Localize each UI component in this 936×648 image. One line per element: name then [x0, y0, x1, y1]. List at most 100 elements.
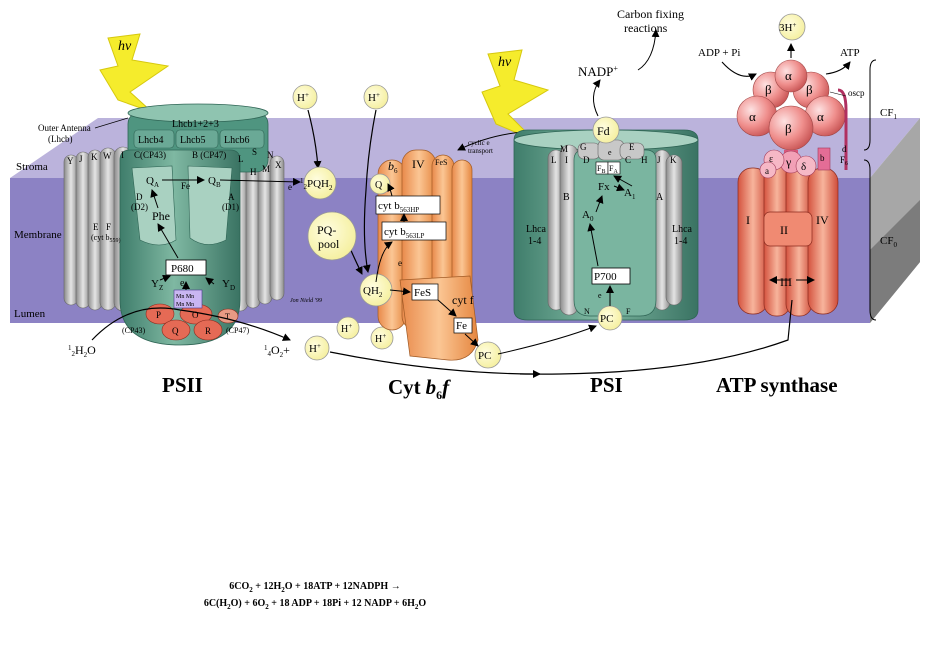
water-label: 12H2O: [68, 343, 96, 359]
psi-p700-label: P700: [594, 271, 617, 283]
signature-label: Jon Nield '99: [290, 298, 322, 304]
b-sub-label: b: [820, 153, 825, 163]
psi-e-sub-label: E: [629, 142, 635, 152]
hv-right-label: hv: [498, 55, 512, 70]
nadp-label: NADP+: [578, 64, 618, 79]
cf1-label: CF1: [880, 107, 897, 121]
psii-qb-label: QB: [208, 175, 221, 189]
psi-a0-label: A0: [582, 209, 594, 223]
psi-a-label: A: [656, 192, 664, 203]
atp-iii-label: III: [780, 275, 792, 289]
psii-phe-label: Phe: [152, 209, 170, 223]
iv-label: IV: [412, 157, 425, 171]
psi-b-label: B: [563, 192, 570, 203]
cyt-hp-label: cyt b563HP: [378, 200, 419, 214]
proton-circles: [292, 13, 806, 361]
cf0-label: CF0: [880, 235, 897, 249]
psii-lhcb5-label: Lhcb5: [180, 135, 206, 146]
psi-complex: [513, 129, 699, 321]
psii-l-label: L: [238, 154, 244, 164]
psii-c-cp43-label: C(CP43): [134, 150, 166, 160]
psii-s-label: S: [252, 147, 257, 157]
h3-label: 3H+: [779, 21, 796, 34]
psii-fe-label: Fe: [181, 181, 190, 191]
cytf-label: cyt f: [452, 293, 474, 307]
psii-i-label: I: [121, 150, 124, 160]
psii-r-label: R: [205, 326, 211, 336]
psii-mn1-label: Mn Mn: [176, 294, 194, 300]
psii-k-label: K: [91, 152, 98, 162]
psii-electron-arrows: [150, 176, 301, 290]
psii-cp43-label: (CP43): [122, 326, 145, 335]
psi-lhca-right-sub-label: 1-4: [674, 236, 687, 247]
psi-i-label: I: [565, 155, 568, 165]
proton-label-4: H+: [341, 322, 352, 335]
outer-antenna-sub-label: (Lhcb): [48, 134, 73, 144]
psi-arrows: [497, 29, 660, 355]
psii-p-label: P: [156, 310, 161, 320]
atp-i-label: I: [746, 213, 750, 227]
alpha-top-label: α: [785, 68, 792, 83]
pqh2-label: 12PQH2: [300, 177, 333, 192]
psii-cp47-label: (CP47): [226, 326, 249, 335]
alpha-right-label: α: [817, 109, 824, 124]
psi-g-label: G: [580, 142, 587, 152]
psii-qa-label: QA: [146, 175, 159, 189]
f6-label: F6: [840, 155, 848, 167]
equation-line-2: 6C(H2O) + 6O2 + 18 ADP + 18Pi + 12 NADP …: [203, 598, 427, 611]
fd-label: Fd: [597, 124, 610, 138]
psii-j-label: J: [79, 154, 83, 164]
fes-label: FeS: [414, 287, 431, 299]
carbon-fixing-label-2: reactions: [624, 21, 668, 35]
psi-c-label: C: [625, 155, 631, 165]
psii-cyt-label: (cyt b559): [91, 233, 120, 244]
psi-n-label: N: [584, 307, 590, 316]
a-sub-label: a: [765, 166, 769, 176]
proton-label-5: H+: [375, 332, 386, 345]
atp-product-label: ATP: [840, 47, 860, 59]
psi-k-label: K: [670, 155, 677, 165]
fes-top-label: FeS: [435, 158, 447, 167]
psi-e2-label: e: [598, 291, 602, 300]
psii-yd-label: YD: [222, 278, 235, 292]
delta-label: δ: [801, 161, 806, 173]
psii-grey-subunits: [63, 146, 285, 312]
cyt-lp-label: cyt b563LP: [384, 226, 424, 240]
psii-complex: [63, 103, 285, 346]
psii-title: PSII: [162, 373, 203, 397]
atp-labels: α β β α α β ε γ δ a b d F6 oscp I II III…: [698, 21, 897, 289]
carbon-fixing-label-1: Carbon fixing: [617, 7, 684, 21]
psii-b-cp47-label: B (CP47): [192, 150, 226, 160]
psi-fx-label: Fx: [598, 181, 610, 193]
psi-m-label: M: [560, 144, 568, 154]
light-bolt-right-icon: [481, 49, 550, 141]
d-sub-label: d: [842, 144, 847, 154]
photosynthesis-equation: 6CO2 + 12H2O + 18ATP + 12NADPH → 6C(H2O)…: [150, 580, 480, 614]
oxygen-label: 14O2+: [264, 343, 290, 359]
light-bolt-left-icon: [99, 33, 170, 113]
atp-synthase-complex: [736, 59, 848, 317]
beta-left-label: β: [765, 82, 772, 97]
pc-cyt-label: PC: [478, 350, 491, 362]
psii-o-label: O: [192, 310, 199, 320]
q-cyt-label: Q: [375, 180, 383, 191]
proton-label-1: H+: [297, 91, 309, 104]
psi-fb-label: FB: [597, 164, 605, 175]
psii-w-label: W: [103, 151, 112, 161]
atp-iv-label: IV: [816, 213, 829, 227]
psi-fa-label: FA: [609, 164, 618, 175]
pq-pool-label-1: PQ-: [317, 223, 336, 237]
cytb6f-labels: b6 IV FeS cyt b563HP cyt b563LP FeS cyt …: [290, 139, 493, 332]
psii-f-label: F: [106, 222, 111, 232]
lumen-proton-flow-arrow: [329, 299, 793, 375]
equation-line-1: 6CO2 + 12H2O + 18ATP + 12NADPH →: [229, 581, 401, 594]
pq-e-label: e: [288, 182, 292, 192]
psi-d-label: D: [583, 155, 590, 165]
psii-h-label: H: [250, 167, 257, 177]
gamma-label: γ: [785, 155, 792, 169]
outer-antenna-label: Outer Antenna: [38, 123, 91, 133]
psii-t-label: T: [225, 312, 230, 321]
proton-label-2: H+: [368, 91, 380, 104]
